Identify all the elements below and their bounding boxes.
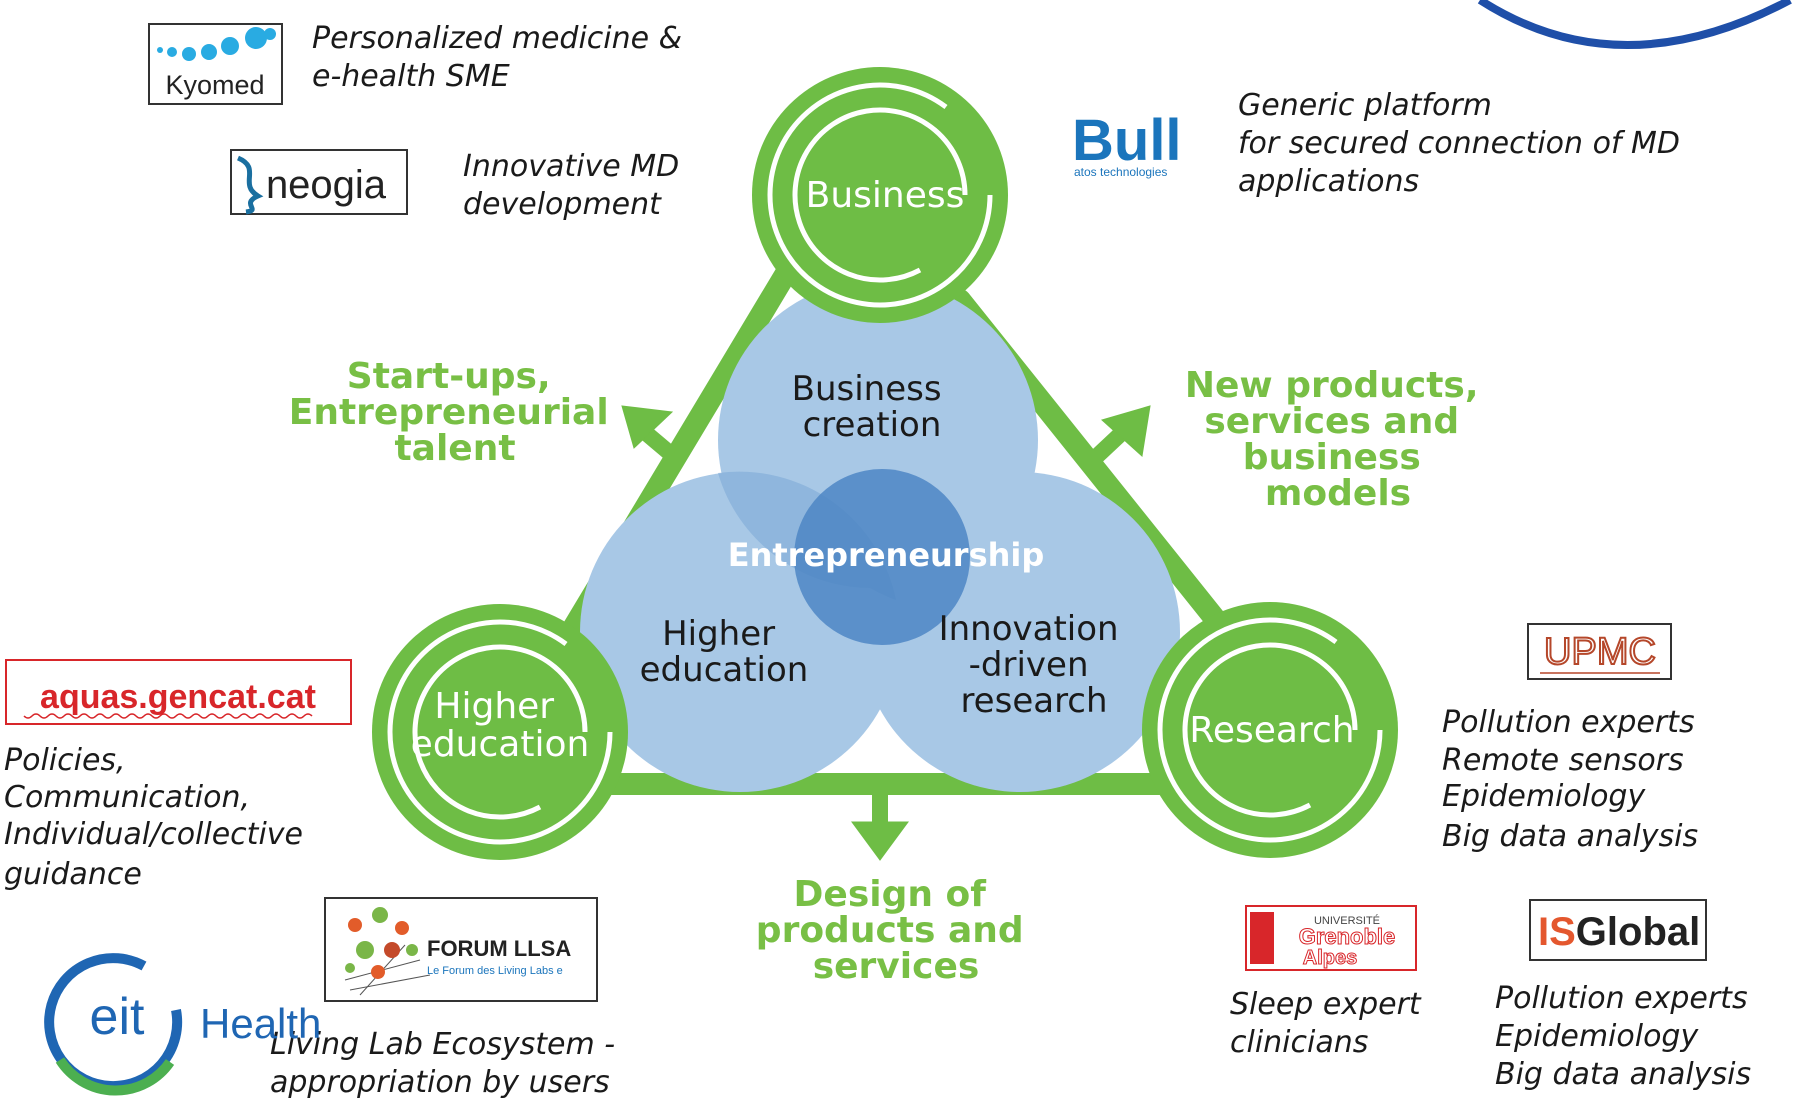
- partner-grenoble: UNIVERSITÉ Grenoble Alpes Sleep expert c…: [1230, 905, 1430, 1060]
- aquas-logo-box: [5, 659, 352, 725]
- venn-center: [794, 469, 970, 645]
- node-business: Business: [752, 67, 1008, 323]
- isglobal-logo-box: [1529, 899, 1707, 961]
- forum-desc: Living Lab Ecosystem - appropriation by …: [270, 1027, 625, 1100]
- bull-logo-sub: atos technologies: [1074, 165, 1167, 179]
- eit-health-word: Health: [200, 1000, 321, 1047]
- node-research: Research: [1142, 602, 1398, 858]
- partner-upmc: UPMC Pollution experts Remote sensors Ep…: [1442, 623, 1704, 854]
- grenoble-logo-line2: Grenoble: [1299, 924, 1396, 949]
- node-label-research: Research: [1189, 710, 1354, 751]
- bull-desc: Generic platform for secured connection …: [1238, 88, 1690, 199]
- venn-label-innovation-research: Innovation -driven research: [939, 609, 1130, 721]
- aquas-logo-text: aquas.gencat.cat: [40, 678, 316, 716]
- eit-health-logo: eit Health: [44, 953, 321, 1096]
- neogia-dna-icon: [236, 155, 264, 215]
- grenoble-logo-line1: UNIVERSITÉ: [1314, 914, 1380, 927]
- neogia-desc: Innovative MD development: [463, 149, 689, 222]
- kyomed-dots-icon: [157, 27, 276, 61]
- grenoble-logo-line3: Alpes: [1303, 947, 1357, 969]
- isglobal-desc: Pollution experts Epidemiology Big data …: [1495, 981, 1757, 1092]
- upmc-logo-text: UPMC: [1544, 631, 1656, 673]
- grenoble-logo-box: [1245, 905, 1417, 971]
- triangle-edge-left: [519, 239, 811, 711]
- venn-diagram: [580, 280, 1180, 792]
- upmc-logo-box: [1527, 623, 1672, 680]
- grenoble-logo-mark: [1250, 912, 1274, 964]
- kyomed-logo-text: Kyomed: [165, 70, 264, 100]
- corner-arc: [1477, 0, 1792, 49]
- partner-aquas: aquas.gencat.cat Policies, Communication…: [4, 659, 352, 892]
- venn-label-business-creation: Business creation: [792, 369, 953, 445]
- node-label-business: Business: [806, 175, 965, 216]
- partner-isglobal: ISGlobal Pollution experts Epidemiology …: [1495, 899, 1757, 1092]
- arrow-left: [621, 405, 678, 462]
- venn-label-higher-education: Higher education: [640, 614, 809, 690]
- venn-label-entrepreneurship: Entrepreneurship: [728, 536, 1045, 574]
- bull-logo-text: Bull: [1072, 108, 1182, 173]
- eit-logo-text: eit: [90, 988, 145, 1046]
- neogia-logo-text: neogia: [266, 163, 387, 207]
- node-higher-education: Higher education: [372, 604, 628, 860]
- arrow-right: [1089, 405, 1151, 464]
- neogia-logo-box: [230, 149, 408, 215]
- node-label-higher-education: Higher education: [411, 686, 590, 765]
- output-startups: Start-ups, Entrepreneurial talent: [289, 356, 622, 469]
- isglobal-logo-text: ISGlobal: [1538, 910, 1700, 954]
- arrow-down: [851, 790, 909, 861]
- partner-kyomed: Kyomed Personalized medicine & e-health …: [148, 21, 692, 105]
- upmc-desc: Pollution experts Remote sensors Epidemi…: [1442, 705, 1704, 854]
- partner-forum-llsa: FORUM LLSA Le Forum des Living Labs e Li…: [270, 897, 625, 1100]
- forum-logo-sub: Le Forum des Living Labs e: [427, 965, 563, 977]
- forum-logo-text: FORUM LLSA: [427, 936, 571, 961]
- output-design: Design of products and services: [756, 874, 1036, 987]
- kyomed-desc: Personalized medicine & e-health SME: [312, 21, 692, 94]
- grenoble-desc: Sleep expert clinicians: [1230, 987, 1430, 1060]
- output-new-products: New products, services and business mode…: [1185, 365, 1491, 514]
- aquas-desc: Policies, Communication, Individual/coll…: [4, 743, 313, 892]
- forum-network-icon: [344, 907, 431, 996]
- eit-ring-green: [55, 1057, 175, 1096]
- partner-neogia: neogia Innovative MD development: [230, 149, 689, 222]
- aquas-underline: [23, 713, 313, 719]
- partner-bull: Bull atos technologies Generic platform …: [1072, 88, 1690, 199]
